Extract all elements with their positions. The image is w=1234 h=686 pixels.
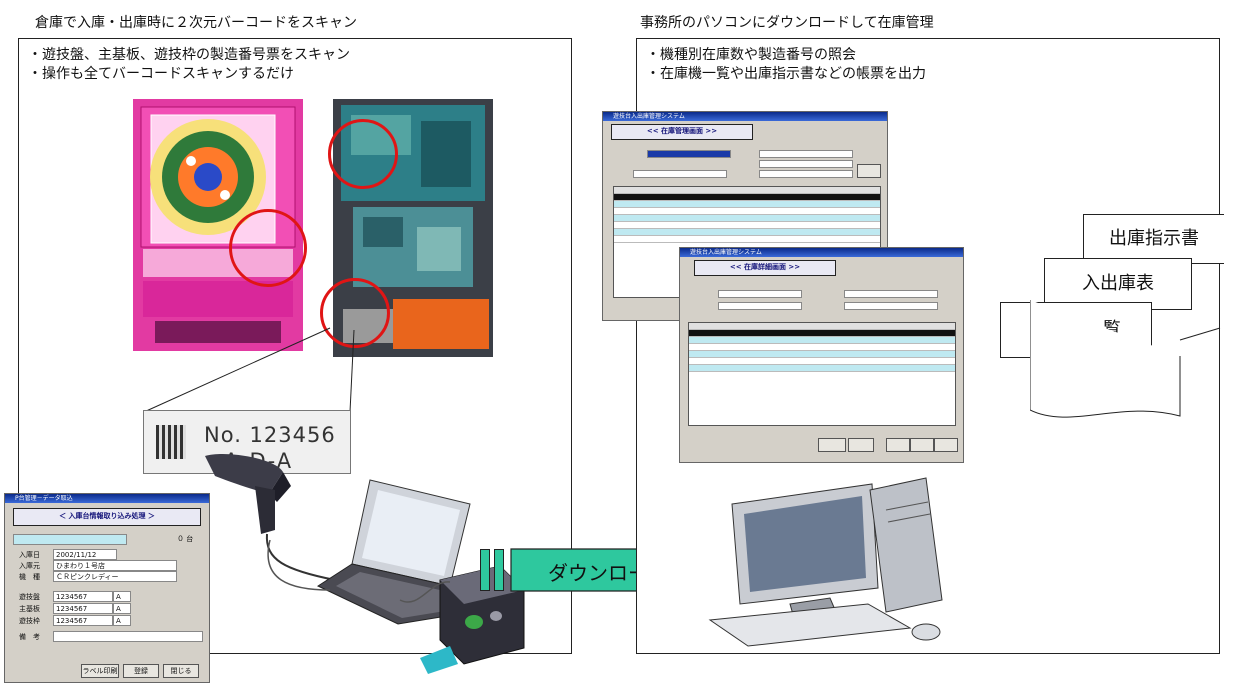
field-label-date: 入庫日 (19, 551, 40, 559)
location-select[interactable] (759, 170, 853, 178)
detail-table (688, 322, 956, 426)
inventory-window-title: 遊技台入出庫管理システム (603, 112, 887, 121)
qr-code-icon (156, 425, 186, 459)
zoom-lines (143, 327, 355, 413)
type-select[interactable] (759, 160, 853, 168)
register-button[interactable]: 登録 (123, 664, 159, 678)
desktop-pc-icon (708, 477, 943, 647)
detail-close-button[interactable] (934, 438, 958, 452)
detail-type-field (718, 302, 802, 310)
serial-main-code[interactable]: A (113, 603, 131, 614)
search-button[interactable] (857, 164, 881, 178)
serial-board-field[interactable]: 1234567 (53, 591, 113, 602)
scan-window-title: P台管理－データ取込 (5, 494, 209, 503)
left-bullet-1: ・遊技盤、主基板、遊技枠の製造番号票をスキャン (28, 47, 350, 63)
close-button[interactable]: 閉じる (163, 664, 199, 678)
model-field[interactable]: ＣＲピンクレディー (53, 571, 177, 582)
delete-button[interactable] (910, 438, 934, 452)
scan-window-banner: ＜ 入庫台情報取り込み処理 ＞ (13, 508, 201, 526)
serial-label-main: 主基板 (19, 605, 40, 613)
detail-model-field (844, 290, 938, 298)
serial-main-field[interactable]: 1234567 (53, 603, 113, 614)
serial-label-frame: 遊技枠 (19, 617, 40, 625)
right-bullet-2: ・在庫機一覧や出庫指示書などの帳票を出力 (646, 66, 926, 82)
red-circle-1 (229, 209, 307, 287)
detail-window-banner: << 在庫詳細画面 >> (694, 260, 836, 276)
barcode-scanner-icon (205, 453, 336, 581)
date-field[interactable]: 2002/11/12 (53, 549, 117, 560)
doc-shipping-instruction-label: 出庫指示書 (1109, 228, 1199, 249)
cables (267, 539, 451, 603)
field-label-model: 機 種 (19, 573, 40, 581)
scan-barcode-input[interactable] (13, 534, 127, 545)
scan-count: ０ 台 (177, 535, 194, 543)
model-select[interactable] (759, 150, 853, 158)
maker-select[interactable] (647, 150, 731, 158)
right-heading: 事務所のパソコンにダウンロードして在庫管理 (640, 15, 934, 31)
edit-button[interactable] (886, 438, 910, 452)
note-label: 備 考 (19, 633, 40, 641)
left-bullet-2: ・操作も全てバーコードスキャンするだけ (28, 66, 294, 82)
arrow-bar-2 (494, 549, 504, 591)
red-circle-3 (320, 278, 390, 348)
serial-frame-code[interactable]: A (113, 615, 131, 626)
scan-window: P台管理－データ取込 ＜ 入庫台情報取り込み処理 ＞ ０ 台 入庫日 2002/… (4, 493, 210, 683)
file-output-button[interactable] (818, 438, 846, 452)
field-label-source: 入庫元 (19, 562, 40, 570)
serial-board-code[interactable]: A (113, 591, 131, 602)
note-field[interactable] (53, 631, 203, 642)
detail-maker-field (718, 290, 802, 298)
doc-in-out-table: 入出庫表 (1044, 258, 1192, 310)
serial-label-board: 遊技盤 (19, 593, 40, 601)
label-number: No. 123456 (204, 423, 336, 447)
print-label-button[interactable]: ラベル印刷 (81, 664, 119, 678)
print-button[interactable] (848, 438, 874, 452)
right-bullet-1: ・機種別在庫数や製造番号の照会 (646, 47, 856, 63)
inventory-table (613, 186, 881, 298)
group-select[interactable] (633, 170, 727, 178)
doc-shipping-instruction: 出庫指示書 (1083, 214, 1224, 264)
document-edge (1030, 300, 1221, 418)
detail-window-title: 遊技台入出庫管理システム (680, 248, 963, 257)
red-circle-2 (328, 119, 398, 189)
arrow-bar-1 (480, 549, 490, 591)
source-field[interactable]: ひまわり１号店 (53, 560, 177, 571)
detail-window: 遊技台入出庫管理システム << 在庫詳細画面 >> (679, 247, 964, 463)
doc-in-out-table-label: 入出庫表 (1082, 273, 1154, 294)
detail-location-field (844, 302, 938, 310)
inventory-window-banner: << 在庫管理画面 >> (611, 124, 753, 140)
serial-frame-field[interactable]: 1234567 (53, 615, 113, 626)
left-heading: 倉庫で入庫・出庫時に２次元バーコードをスキャン (35, 15, 357, 31)
